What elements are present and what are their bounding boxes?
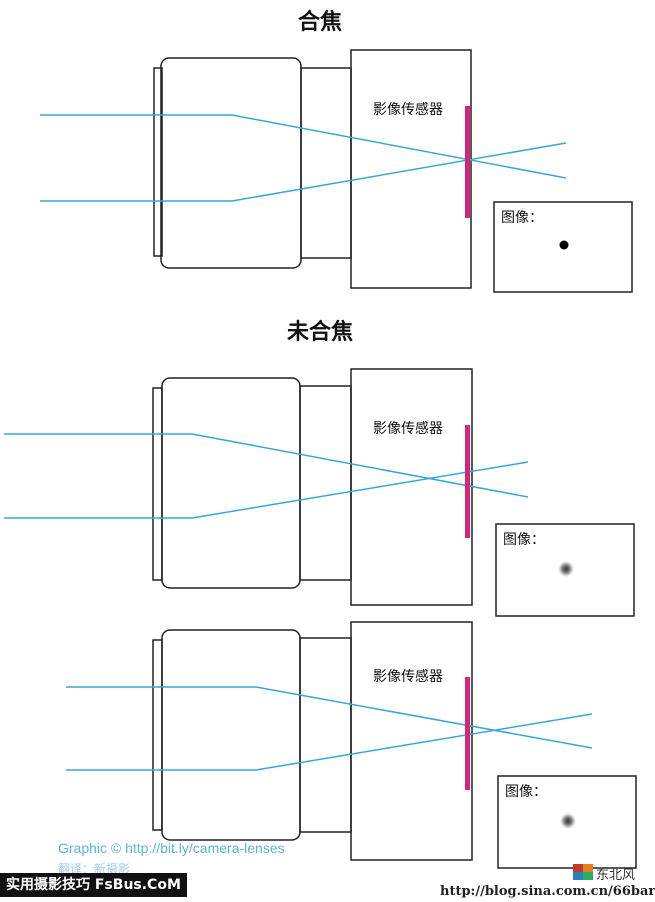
diagram-canvas — [4, 49, 637, 880]
watermark-logo-icon — [573, 864, 583, 872]
watermark-logo-icon — [583, 872, 593, 880]
lens-body — [161, 377, 301, 589]
lens-back-ring — [152, 387, 163, 581]
image-label: 图像： — [505, 784, 547, 800]
sensor-label: 影像传感器 — [373, 669, 443, 685]
light-ray — [255, 686, 593, 749]
image-preview-box — [493, 201, 633, 293]
image-preview-box — [495, 523, 635, 617]
image-sensor — [465, 106, 470, 218]
panel-unfocused-2 — [66, 621, 637, 869]
camera-body — [350, 368, 473, 606]
section-title-unfocused: 未合焦 — [286, 320, 353, 345]
lens-back-ring — [153, 67, 163, 257]
watermark-logo-icon — [573, 872, 583, 880]
diagram: 合焦 未合焦 影像传感器 影像传感器 影像传感器 图像： 图像： 图像： Gra… — [0, 10, 655, 899]
camera-body — [350, 49, 472, 289]
panel-unfocused-1 — [4, 368, 635, 617]
image-sensor — [465, 425, 470, 538]
translation-credit: 翻译：新摄影 — [58, 862, 131, 876]
light-ray — [231, 114, 567, 179]
camera-body — [350, 621, 473, 861]
section-title-focused: 合焦 — [297, 10, 342, 35]
light-ray — [255, 713, 593, 771]
blurred-dot — [560, 813, 576, 829]
light-ray — [231, 142, 567, 202]
light-ray — [191, 433, 529, 498]
watermark-logo-text: 东北风 — [596, 868, 636, 883]
light-ray — [191, 461, 529, 519]
watermark-right: http://blog.sina.com.cn/66bar — [440, 884, 655, 899]
panel-focused — [40, 49, 633, 293]
sensor-label: 影像传感器 — [373, 421, 443, 437]
graphic-credit: Graphic © http://bit.ly/camera-lenses — [58, 840, 285, 856]
image-label: 图像： — [501, 210, 543, 226]
blurred-dot — [558, 561, 574, 577]
lens-back-ring — [152, 639, 163, 831]
watermark-left: 实用摄影技巧 FsBus.CoM — [0, 873, 187, 897]
image-label: 图像： — [503, 532, 545, 548]
image-preview-box — [497, 775, 637, 869]
lens-mount — [299, 637, 352, 833]
sensor-label: 影像传感器 — [373, 102, 443, 118]
focused-dot — [559, 240, 569, 250]
watermark-logo-icon — [583, 864, 593, 872]
lens-mount — [299, 385, 352, 581]
lens-mount — [300, 67, 352, 259]
lens-body — [160, 57, 302, 269]
image-sensor — [465, 677, 470, 790]
lens-body — [161, 629, 301, 841]
